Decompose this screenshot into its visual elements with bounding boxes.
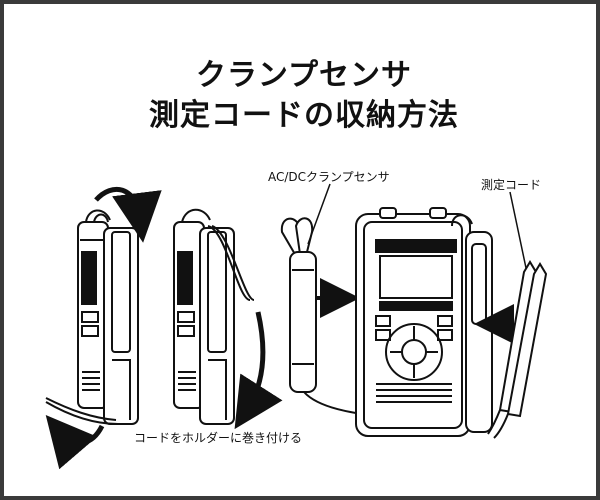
label-test-cord: 測定コード xyxy=(481,178,542,192)
clamp-sensor xyxy=(280,217,317,393)
label-clamp-sensor: AC/DCクランプセンサ xyxy=(268,170,390,184)
title-line-1: クランプセンサ xyxy=(195,58,413,93)
device-side-view-1 xyxy=(77,209,139,425)
wrap-direction-arrow xyxy=(234,311,283,430)
cord-callout-line xyxy=(509,191,527,269)
lead-holder xyxy=(465,231,493,433)
test-leads xyxy=(487,260,548,439)
device-side-view-2 xyxy=(173,208,255,425)
title-line-2: 測定コードの収納方法 xyxy=(149,98,459,133)
sensor-callout-line xyxy=(307,183,331,245)
rotate-arrow-top xyxy=(94,187,162,243)
cord-tail xyxy=(45,397,117,421)
multimeter-front-view xyxy=(355,207,473,437)
label-wrap-instruction: コードをホルダーに巻き付ける xyxy=(134,431,303,445)
rotate-arrow-bottom xyxy=(45,415,105,470)
